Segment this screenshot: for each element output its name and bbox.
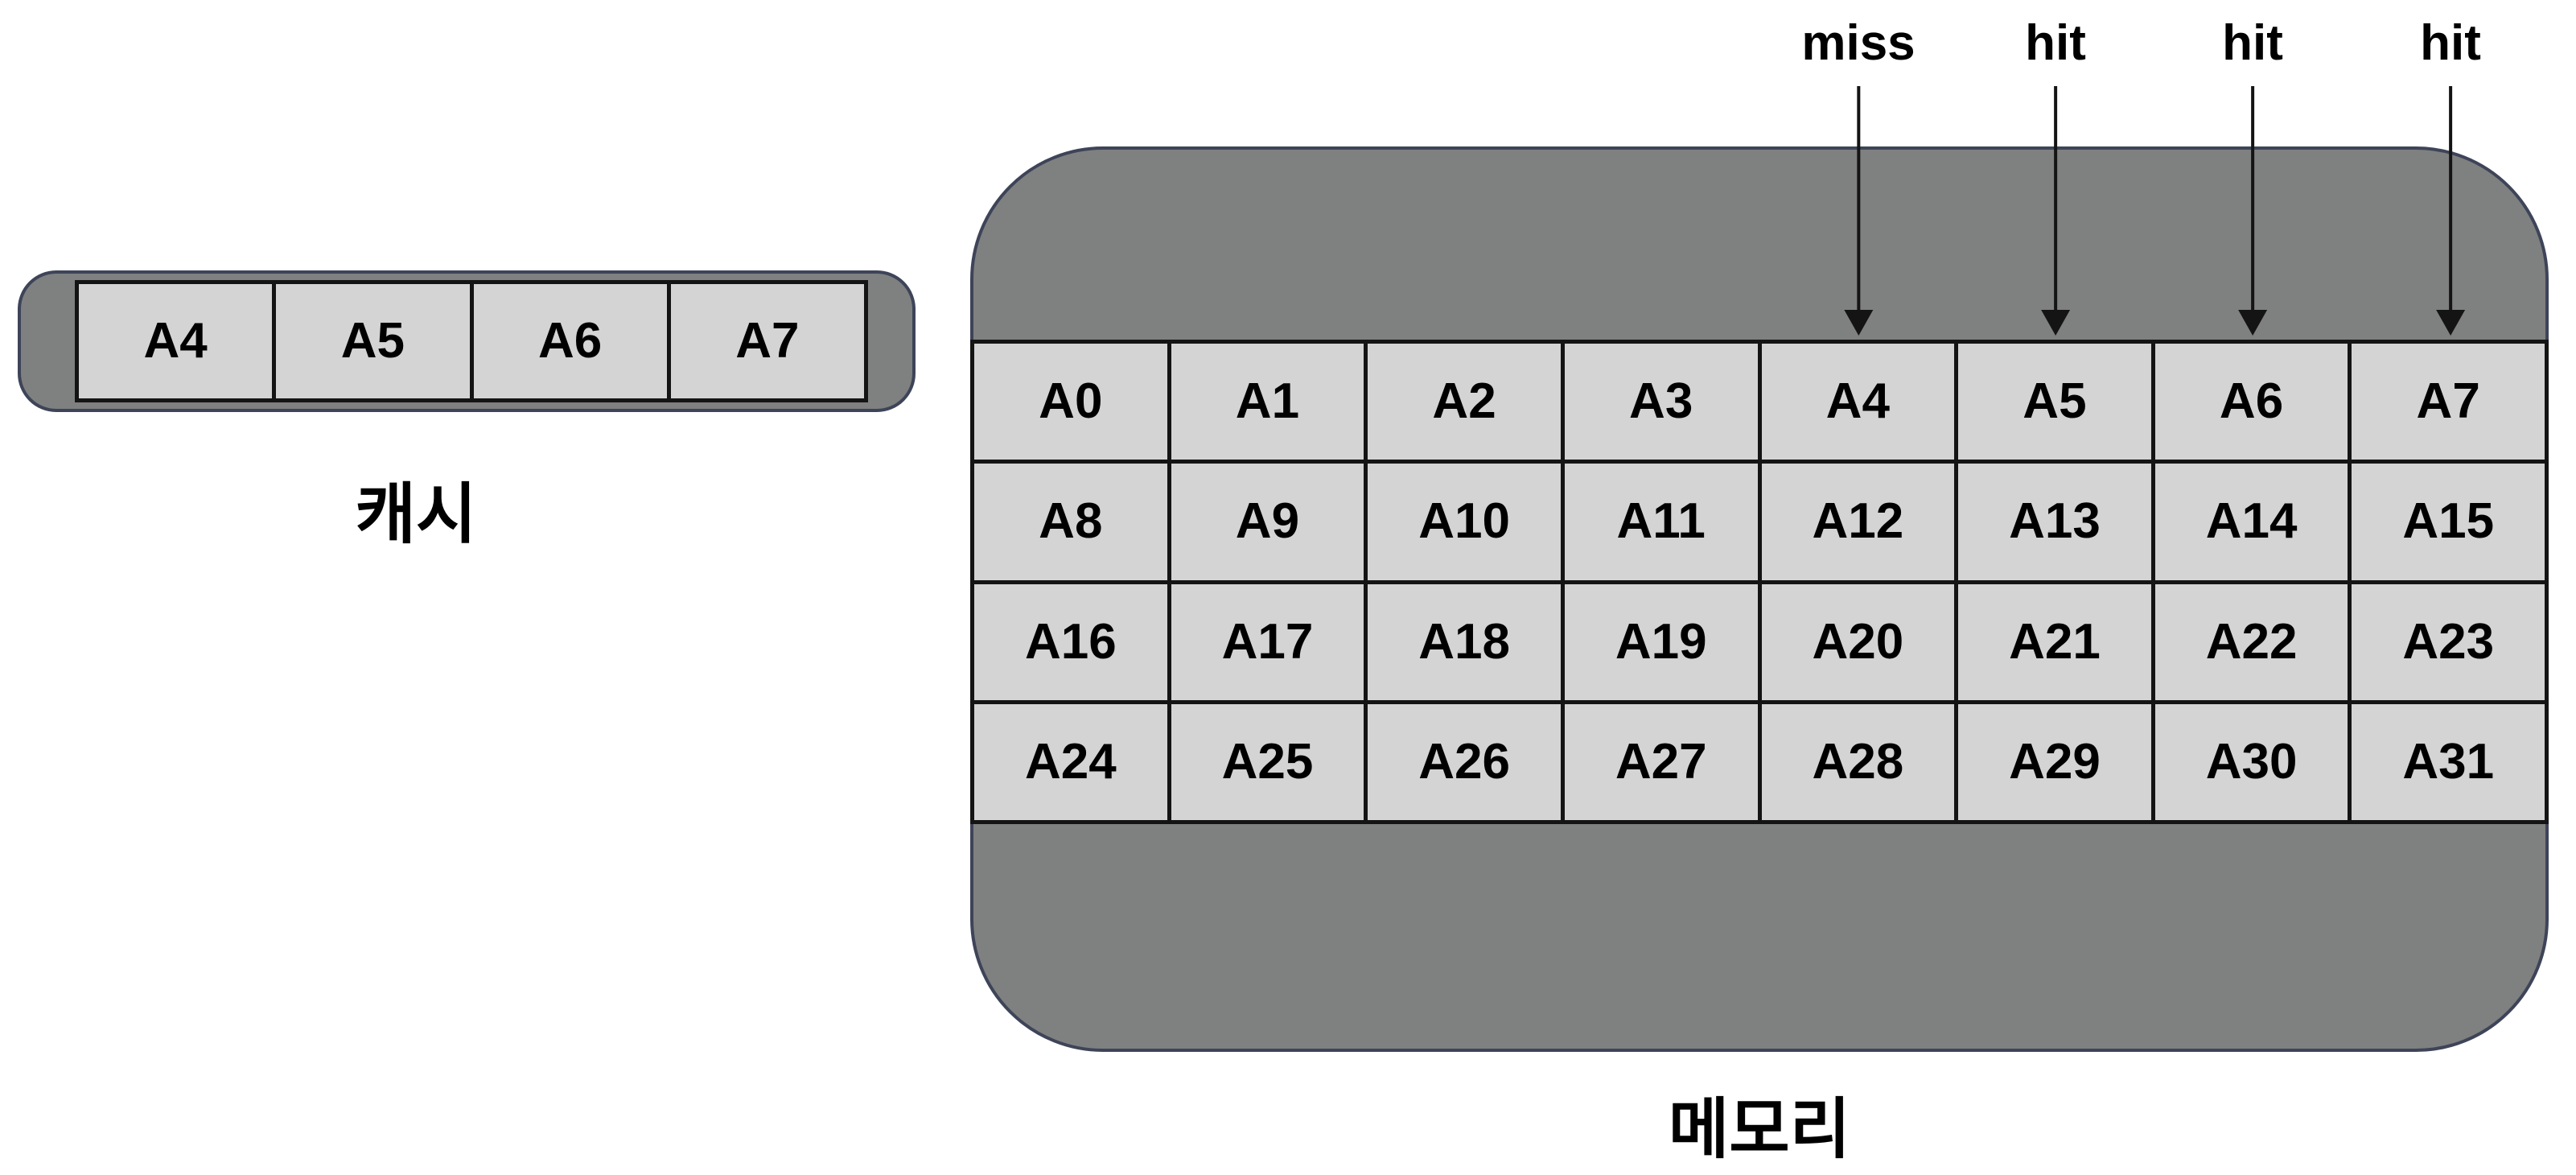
arrow-head [2041, 310, 2070, 336]
memory-cell: A18 [1368, 583, 1561, 700]
down-arrow-icon [2041, 86, 2070, 336]
memory-cell: A28 [1761, 703, 1955, 820]
cache-cell: A5 [276, 284, 470, 398]
arrow-line [2251, 86, 2254, 312]
memory-cell: A6 [2154, 344, 2348, 460]
memory-cell: A9 [1171, 464, 1364, 580]
annotation-hit-a5: hit [2025, 14, 2086, 336]
cache-cell: A6 [473, 284, 667, 398]
cache-cell-row: A4 A5 A6 A7 [75, 280, 868, 402]
arrow-line [2054, 86, 2057, 312]
memory-cell: A14 [2154, 464, 2348, 580]
down-arrow-icon [1843, 86, 1873, 336]
memory-cell: A25 [1171, 703, 1364, 820]
memory-cell: A12 [1761, 464, 1955, 580]
arrow-line [1856, 86, 1860, 312]
memory-cell: A3 [1564, 344, 1758, 460]
memory-label: 메모리 [1668, 1093, 1851, 1166]
memory-cell: A8 [974, 464, 1167, 580]
annotation-miss-a4: miss [1801, 14, 1916, 336]
memory-cell: A24 [974, 703, 1167, 820]
memory-cell: A10 [1368, 464, 1561, 580]
arrow-head [1843, 310, 1873, 336]
memory-cell: A1 [1171, 344, 1364, 460]
cache-label: 캐시 [355, 478, 477, 551]
annotation-label: hit [2420, 15, 2481, 71]
annotation-label: hit [2222, 15, 2283, 71]
memory-cell: A11 [1564, 464, 1758, 580]
memory-cell: A20 [1761, 583, 1955, 700]
memory-cell: A2 [1368, 344, 1561, 460]
memory-cell: A26 [1368, 703, 1561, 820]
cache-cell: A7 [670, 284, 864, 398]
memory-cell: A21 [1958, 583, 2151, 700]
memory-cell: A7 [2352, 344, 2545, 460]
memory-cell: A31 [2352, 703, 2545, 820]
memory-cell: A0 [974, 344, 1167, 460]
annotation-label: hit [2025, 15, 2086, 71]
memory-cell: A17 [1171, 583, 1364, 700]
memory-cell: A15 [2352, 464, 2545, 580]
memory-cell: A23 [2352, 583, 2545, 700]
memory-grid: A0 A1 A2 A3 A4 A5 A6 A7 A8 A9 A10 A11 A1… [970, 340, 2549, 824]
cache-cell: A4 [79, 284, 273, 398]
annotation-hit-a6: hit [2222, 14, 2283, 336]
memory-cell: A29 [1958, 703, 2151, 820]
down-arrow-icon [2238, 86, 2267, 336]
memory-cell: A22 [2154, 583, 2348, 700]
memory-cell: A5 [1958, 344, 2151, 460]
arrow-head [2436, 310, 2465, 336]
memory-cell: A4 [1761, 344, 1955, 460]
down-arrow-icon [2436, 86, 2465, 336]
memory-cell: A19 [1564, 583, 1758, 700]
memory-cell: A13 [1958, 464, 2151, 580]
memory-cell: A30 [2154, 703, 2348, 820]
memory-cell: A27 [1564, 703, 1758, 820]
annotation-hit-a7: hit [2420, 14, 2481, 336]
arrow-head [2238, 310, 2267, 336]
annotation-label: miss [1801, 15, 1916, 71]
memory-cell: A16 [974, 583, 1167, 700]
arrow-line [2449, 86, 2452, 312]
